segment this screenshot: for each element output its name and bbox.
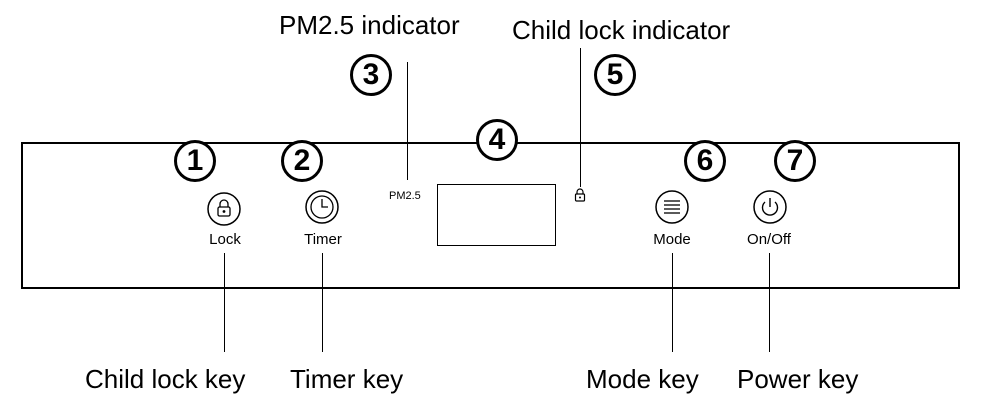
child-lock-indicator-callout: Child lock indicator xyxy=(512,15,731,45)
power-icon[interactable] xyxy=(752,189,788,225)
number-badge-2: 2 xyxy=(281,140,323,182)
lock-key-leader-line xyxy=(224,253,225,352)
number-badge-7: 7 xyxy=(774,140,816,182)
menu-lines-icon[interactable] xyxy=(654,189,690,225)
mode-key-callout: Mode key xyxy=(586,364,699,394)
number-badge-1: 1 xyxy=(174,140,216,182)
power-key-leader-line xyxy=(769,253,770,352)
timer-key-callout: Timer key xyxy=(290,364,404,394)
timer-key-leader-line xyxy=(322,253,323,352)
lock-key-label: Lock xyxy=(209,231,241,248)
number-badge-3: 3 xyxy=(350,54,392,96)
child-lock-key-callout: Child lock key xyxy=(85,364,246,394)
display-window xyxy=(437,184,556,246)
number-badge-5: 5 xyxy=(594,54,636,96)
mode-key-leader-line xyxy=(672,253,673,352)
onoff-key-label: On/Off xyxy=(747,231,791,248)
child-lock-leader-line xyxy=(580,48,581,187)
small-lock-icon xyxy=(574,188,586,202)
timer-key-label: Timer xyxy=(304,231,342,248)
number-badge-4: 4 xyxy=(476,119,518,161)
pm25-leader-line xyxy=(407,62,408,180)
pm25-label: PM2.5 xyxy=(389,190,421,202)
power-key-callout: Power key xyxy=(737,364,859,394)
clock-icon[interactable] xyxy=(304,189,340,225)
number-badge-6: 6 xyxy=(684,140,726,182)
mode-key-label: Mode xyxy=(653,231,691,248)
lock-icon[interactable] xyxy=(206,191,242,227)
pm25-indicator-callout: PM2.5 indicator xyxy=(279,10,460,40)
